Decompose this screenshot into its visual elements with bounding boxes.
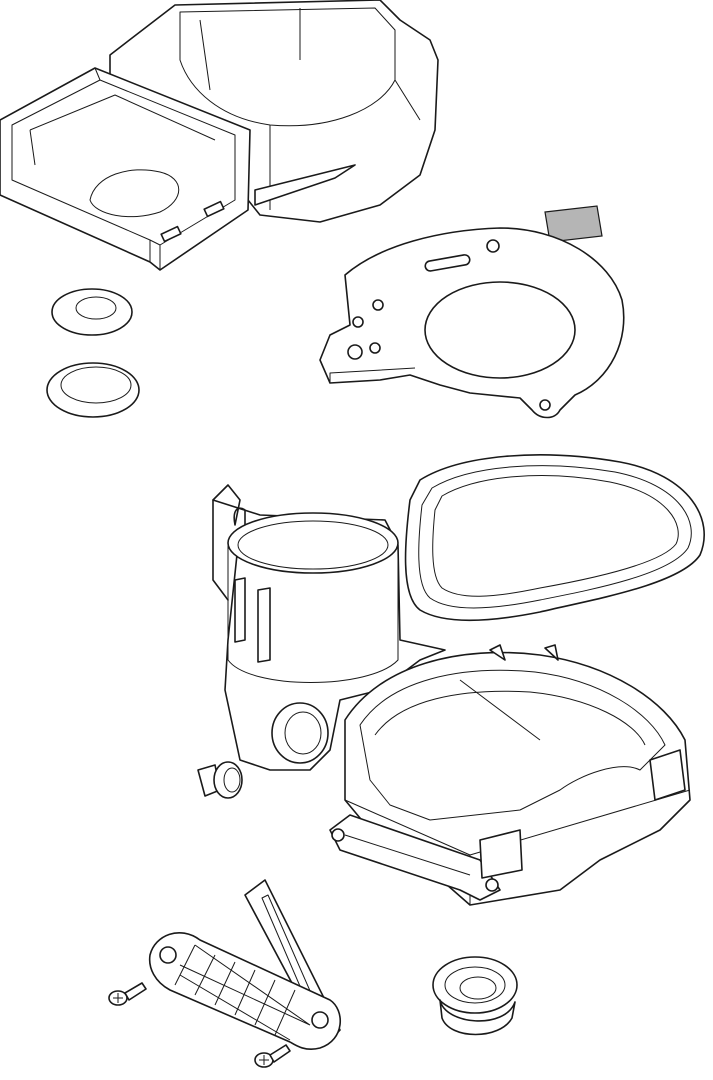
grommet xyxy=(432,956,518,1036)
grey-pad xyxy=(544,205,603,243)
filter-grille xyxy=(148,931,342,1050)
screw-lower xyxy=(254,1044,291,1068)
gasket-plate xyxy=(319,227,625,419)
upper-housing-box xyxy=(0,67,251,271)
thermostat-switch xyxy=(197,761,243,799)
washer-large xyxy=(46,362,140,418)
triangular-seal xyxy=(404,454,705,622)
screw-upper xyxy=(108,982,147,1006)
lower-housing xyxy=(329,644,691,906)
cylinder-housing xyxy=(212,484,446,771)
washer-small xyxy=(51,288,133,336)
